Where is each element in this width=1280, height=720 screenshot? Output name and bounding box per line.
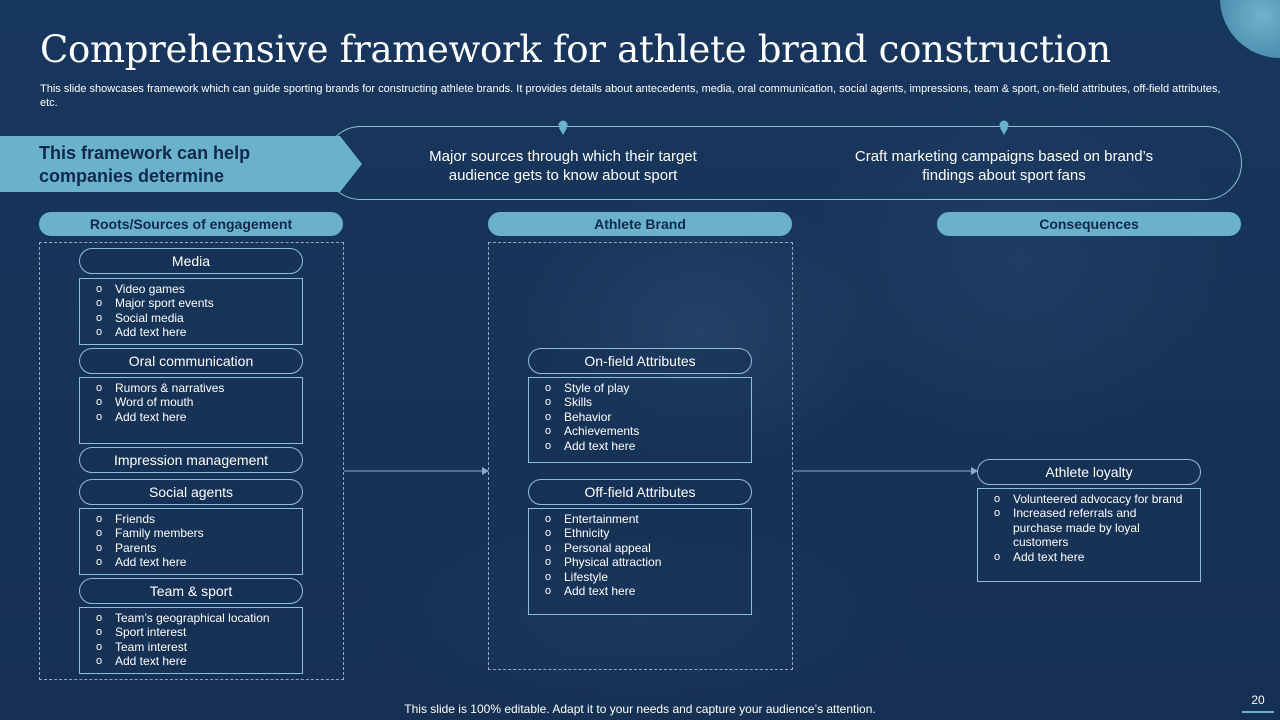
- list-item: Entertainment: [529, 512, 751, 527]
- chevron-arrow-icon: [338, 136, 362, 192]
- list-item: Add text here: [80, 410, 302, 425]
- on-field-attributes-list: Style of play Skills Behavior Achievemen…: [528, 377, 752, 463]
- list-item: Team’s geographical location: [80, 611, 302, 626]
- off-field-attributes-pill: Off-field Attributes: [528, 479, 752, 505]
- list-item: Add text here: [529, 584, 751, 599]
- list-item: Parents: [80, 541, 302, 556]
- footer-note: This slide is 100% editable. Adapt it to…: [404, 702, 876, 716]
- pin-marker-icon: [999, 120, 1009, 135]
- list-item: Add text here: [978, 550, 1200, 565]
- list-item: Behavior: [529, 410, 751, 425]
- pin-marker-icon: [558, 120, 568, 135]
- on-field-attributes-pill: On-field Attributes: [528, 348, 752, 374]
- determine-label: This framework can help companies determ…: [39, 143, 251, 186]
- list-item: Style of play: [529, 381, 751, 396]
- list-item: Physical attraction: [529, 555, 751, 570]
- list-item: Team interest: [80, 640, 302, 655]
- page-number-underline: [1242, 711, 1274, 713]
- list-item: Add text here: [529, 439, 751, 454]
- team-sport-list: Team’s geographical location Sport inter…: [79, 607, 303, 674]
- list-item: Family members: [80, 526, 302, 541]
- list-item: Increased referrals and purchase made by…: [978, 506, 1200, 549]
- roots-header: Roots/Sources of engagement: [39, 212, 343, 236]
- athlete-brand-header: Athlete Brand: [488, 212, 792, 236]
- athlete-loyalty-pill: Athlete loyalty: [977, 459, 1201, 485]
- list-item: Major sport events: [80, 296, 302, 311]
- banner-point-sources: Major sources through which their target…: [429, 148, 697, 184]
- list-item: Lifestyle: [529, 570, 751, 585]
- media-list: Video games Major sport events Social me…: [79, 278, 303, 345]
- list-item: Word of mouth: [80, 395, 302, 410]
- banner-point-campaigns: Craft marketing campaigns based on brand…: [854, 148, 1154, 184]
- list-item: Add text here: [80, 654, 302, 669]
- list-item: Ethnicity: [529, 526, 751, 541]
- social-agents-list: Friends Family members Parents Add text …: [79, 508, 303, 575]
- list-item: Video games: [80, 282, 302, 297]
- list-item: Social media: [80, 311, 302, 326]
- oral-communication-pill: Oral communication: [79, 348, 303, 374]
- list-item: Volunteered advocacy for brand: [978, 492, 1200, 507]
- list-item: Add text here: [80, 325, 302, 340]
- slide-title: Comprehensive framework for athlete bran…: [40, 28, 1111, 71]
- impression-management-pill: Impression management: [79, 447, 303, 473]
- determine-label-box: [0, 136, 340, 192]
- list-item: Friends: [80, 512, 302, 527]
- list-item: Achievements: [529, 424, 751, 439]
- oral-communication-list: Rumors & narratives Word of mouth Add te…: [79, 377, 303, 444]
- list-item: Skills: [529, 395, 751, 410]
- athlete-brand-container: [488, 242, 793, 670]
- list-item: Personal appeal: [529, 541, 751, 556]
- team-sport-pill: Team & sport: [79, 578, 303, 604]
- media-pill: Media: [79, 248, 303, 274]
- social-agents-pill: Social agents: [79, 479, 303, 505]
- page-number: 20: [1251, 693, 1265, 707]
- list-item: Rumors & narratives: [80, 381, 302, 396]
- off-field-attributes-list: Entertainment Ethnicity Personal appeal …: [528, 508, 752, 615]
- slide-subtitle: This slide showcases framework which can…: [40, 83, 1221, 109]
- roots-container: [39, 242, 344, 680]
- consequences-header: Consequences: [937, 212, 1241, 236]
- list-item: Add text here: [80, 555, 302, 570]
- athlete-loyalty-list: Volunteered advocacy for brand Increased…: [977, 488, 1201, 582]
- list-item: Sport interest: [80, 625, 302, 640]
